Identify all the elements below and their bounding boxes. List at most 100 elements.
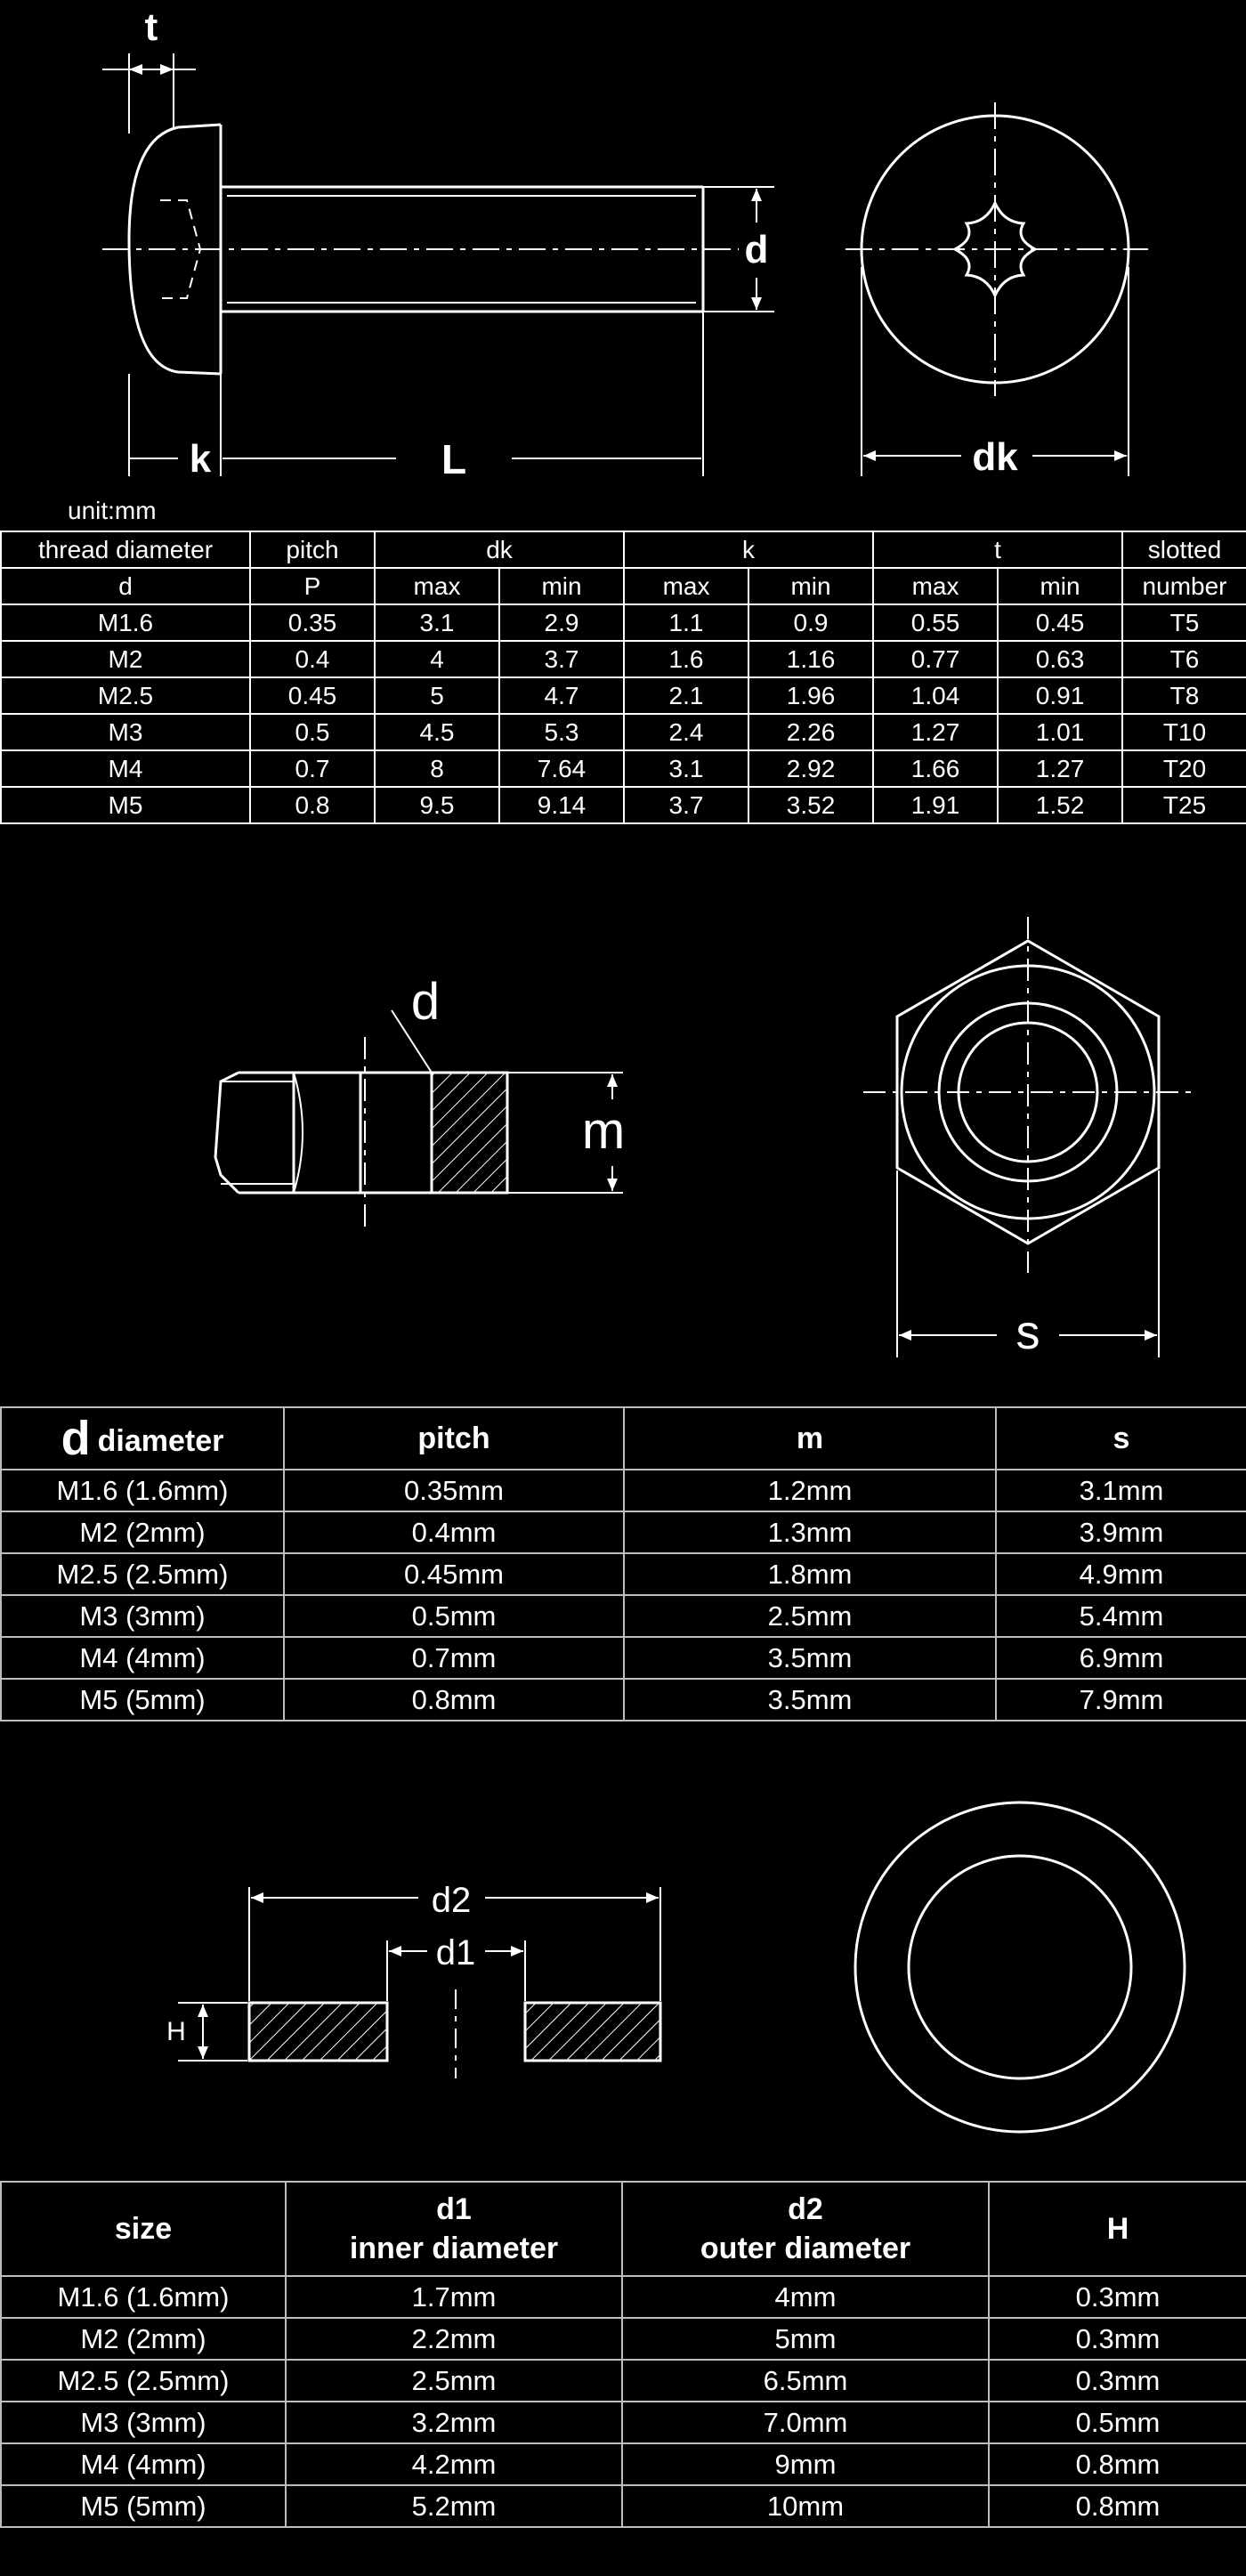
washer-diagram: d2 d1 H	[166, 1801, 1186, 2134]
table-cell: 1.27	[997, 749, 1124, 788]
table-cell: 5.4mm	[995, 1594, 1246, 1638]
table-cell: 4mm	[621, 2275, 990, 2319]
screw-header-row-2: d P max min max min max min number	[0, 567, 1246, 605]
washer-label-d1: d1	[436, 1933, 476, 1973]
nut-diagram: d m s	[214, 917, 1193, 1359]
nut-header-pitch: pitch	[283, 1406, 625, 1470]
table-cell: M3 (3mm)	[0, 2401, 287, 2444]
table-cell: 2.1	[623, 676, 750, 715]
nut-label-m: m	[582, 1102, 625, 1160]
table-cell: 1.01	[997, 713, 1124, 751]
table-cell: M1.6 (1.6mm)	[0, 1469, 285, 1512]
table-cell: M1.6 (1.6mm)	[0, 2275, 287, 2319]
table-cell: 4	[374, 640, 500, 678]
table-cell: 1.66	[872, 749, 999, 788]
table-cell: 1.91	[872, 786, 999, 824]
table-cell: 1.27	[872, 713, 999, 751]
table-cell: 9.5	[374, 786, 500, 824]
table-cell: 0.35	[249, 603, 376, 642]
table-cell: 0.9	[748, 603, 875, 642]
header-dk: dk	[373, 531, 626, 569]
washer-drawing: d2 d1 H	[0, 1798, 1246, 2172]
table-cell: 3.7	[623, 786, 750, 824]
nut-drawing: d m s	[0, 890, 1246, 1397]
table-cell: 0.8mm	[988, 2442, 1246, 2486]
table-cell: 3.5mm	[623, 1636, 997, 1680]
table-cell: 4.7	[498, 676, 626, 715]
table-cell: 1.96	[748, 676, 875, 715]
table-cell: 5mm	[621, 2317, 990, 2361]
washer-header-outer: outer diameter	[700, 2232, 911, 2265]
table-cell: M2 (2mm)	[0, 1511, 285, 1554]
header-dk-min: min	[498, 567, 626, 605]
table-cell: 3.52	[748, 786, 875, 824]
table-cell: T6	[1121, 640, 1246, 678]
table-cell: 8	[374, 749, 500, 788]
header-t: t	[872, 531, 1124, 569]
nut-header-s: s	[995, 1406, 1246, 1470]
table-cell: M4	[0, 749, 251, 788]
table-cell: 1.6	[623, 640, 750, 678]
table-cell: 1.04	[872, 676, 999, 715]
table-cell: 2.26	[748, 713, 875, 751]
nut-header-diameter-text: diameter	[97, 1424, 224, 1458]
table-cell: M2 (2mm)	[0, 2317, 287, 2361]
washer-header-H: H	[988, 2181, 1246, 2277]
washer-header-inner: inner diameter	[349, 2232, 559, 2265]
header-k: k	[623, 531, 875, 569]
table-cell: 3.9mm	[995, 1511, 1246, 1554]
table-cell: 2.5mm	[623, 1594, 997, 1638]
table-cell: M4 (4mm)	[0, 2442, 287, 2486]
table-cell: 1.2mm	[623, 1469, 997, 1512]
table-cell: 0.77	[872, 640, 999, 678]
table-cell: 3.1	[374, 603, 500, 642]
table-cell: 4.2mm	[285, 2442, 623, 2486]
table-cell: M3	[0, 713, 251, 751]
nut-label-s: s	[1016, 1306, 1040, 1359]
table-cell: 2.9	[498, 603, 626, 642]
table-cell: 0.4	[249, 640, 376, 678]
table-cell: 0.45	[997, 603, 1124, 642]
header-t-max: max	[872, 567, 999, 605]
table-cell: 1.7mm	[285, 2275, 623, 2319]
label-t: t	[145, 5, 158, 49]
table-cell: 3.5mm	[623, 1678, 997, 1721]
table-cell: 0.5mm	[988, 2401, 1246, 2444]
table-cell: 3.1	[623, 749, 750, 788]
table-cell: M1.6	[0, 603, 251, 642]
table-cell: 0.3mm	[988, 2317, 1246, 2361]
nut-header-m: m	[623, 1406, 997, 1470]
table-cell: 0.45mm	[283, 1552, 625, 1596]
label-k: k	[190, 437, 212, 481]
table-cell: T10	[1121, 713, 1246, 751]
unit-label: unit:mm	[68, 497, 157, 524]
header-P: P	[249, 567, 376, 605]
table-cell: 3.2mm	[285, 2401, 623, 2444]
table-cell: 0.8mm	[988, 2484, 1246, 2528]
table-cell: M5	[0, 786, 251, 824]
table-cell: 0.4mm	[283, 1511, 625, 1554]
screw-drawing: t d k L dk	[0, 0, 1246, 490]
table-cell: 7.64	[498, 749, 626, 788]
table-cell: 0.45	[249, 676, 376, 715]
table-cell: 2.5mm	[285, 2359, 623, 2402]
table-cell: T5	[1121, 603, 1246, 642]
